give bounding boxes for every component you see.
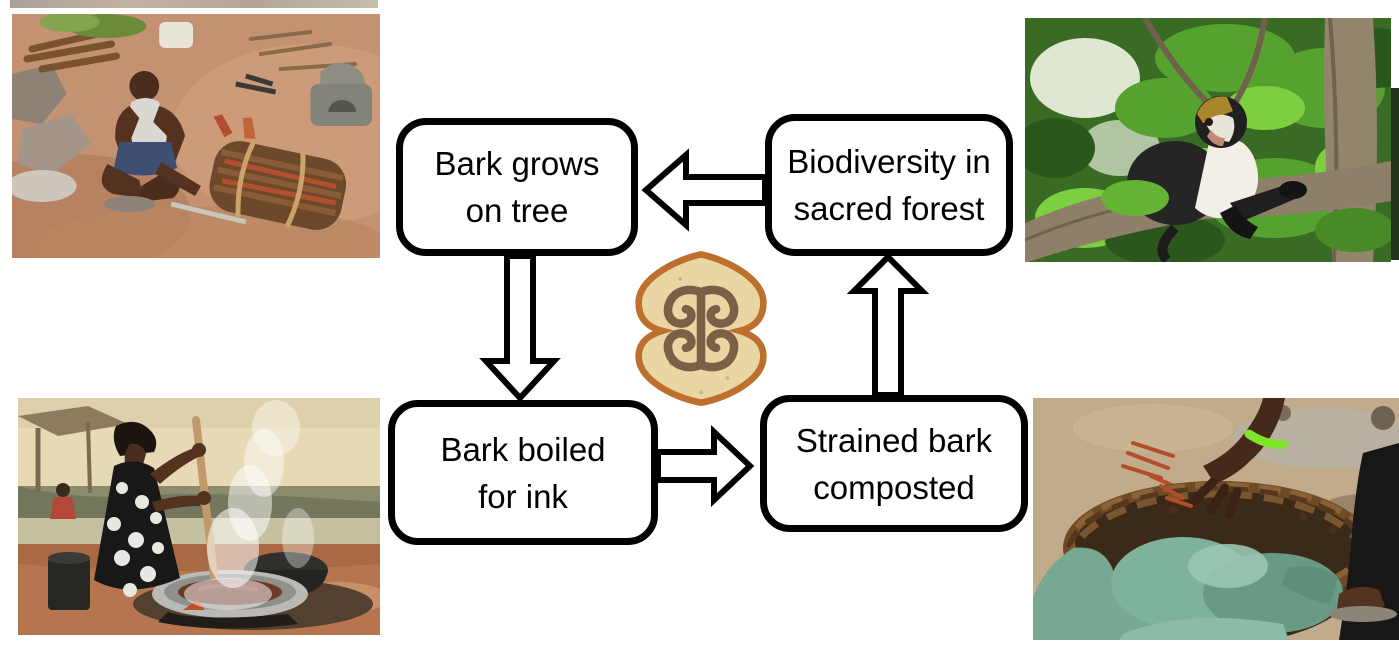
node-label-line: Strained bark bbox=[795, 421, 993, 459]
node-label-line: for ink bbox=[478, 477, 568, 515]
node-biodiversity-in-sacred-forest: Biodiversity in sacred forest bbox=[765, 114, 1013, 256]
photo-straining-compost bbox=[1033, 398, 1399, 640]
arrow-right-icon bbox=[655, 425, 755, 507]
node-strained-bark-composted: Strained bark composted bbox=[760, 395, 1028, 532]
arrow-up-icon bbox=[846, 252, 930, 398]
node-label-line: composted bbox=[813, 468, 975, 506]
node-label-line: Bark grows bbox=[434, 145, 600, 182]
bark-harvest-illustration bbox=[12, 14, 380, 258]
node-label-line: Bark boiled bbox=[440, 430, 606, 468]
adinkra-stamp-icon bbox=[635, 250, 767, 407]
node-bark-boiled-for-ink: Bark boiled for ink bbox=[388, 400, 658, 545]
arrow-left-icon bbox=[641, 148, 768, 232]
compost-basket-illustration bbox=[1033, 398, 1399, 640]
cropped-image-sliver-right-top bbox=[1391, 88, 1399, 260]
arrow-down-icon bbox=[479, 253, 561, 403]
photo-boiling-bark bbox=[18, 398, 380, 635]
node-bark-grows-on-tree: Bark grows on tree bbox=[396, 118, 638, 256]
photo-bark-harvest bbox=[12, 14, 380, 258]
node-label-line: sacred forest bbox=[793, 190, 985, 227]
boiling-bark-illustration bbox=[18, 398, 380, 635]
cropped-image-sliver-top bbox=[10, 0, 378, 8]
node-label-line: on tree bbox=[465, 192, 569, 229]
node-label-line: Biodiversity in bbox=[787, 143, 991, 180]
photo-monkey-sacred-forest bbox=[1025, 18, 1391, 262]
monkey-illustration bbox=[1025, 18, 1391, 262]
